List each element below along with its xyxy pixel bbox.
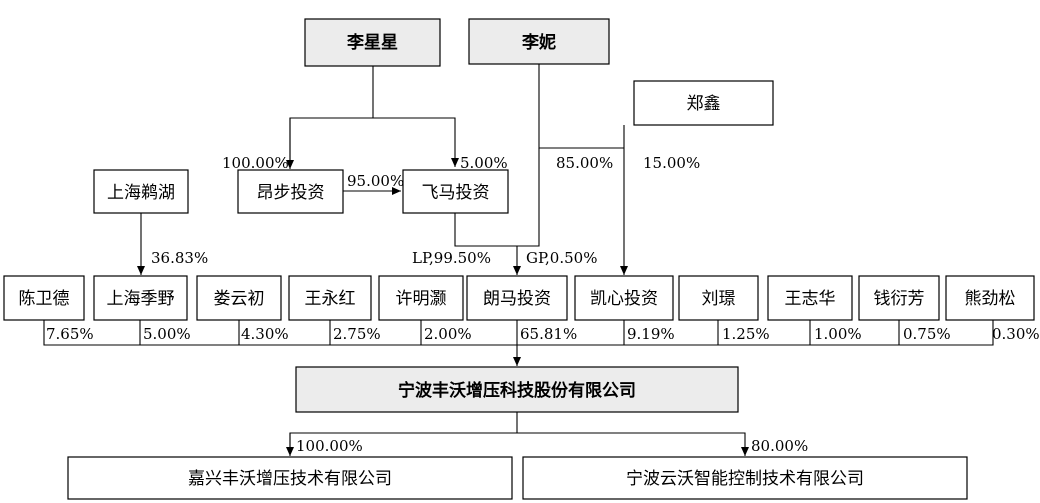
node-li-xingxing-label: 李星星 [347, 32, 398, 53]
shareholder-label: 许明灏 [396, 289, 447, 309]
node-shanghai-penghu-label: 上海鹈湖 [107, 183, 175, 203]
edge-lini-gp [517, 148, 540, 247]
shareholder-label: 王永红 [305, 289, 356, 309]
shareholder-label: 刘璟 [702, 289, 736, 309]
node-feima: 飞马投资 [402, 169, 509, 214]
node-zheng-xin: 郑鑫 [633, 80, 774, 126]
shareholder-wang-yonghong: 王永红 [288, 275, 372, 321]
pct-lini-to-kaixin: 85.00% [556, 154, 613, 172]
pct-shareholder: 7.65% [46, 325, 94, 343]
edge-lini-down [538, 64, 624, 149]
node-li-ni-label: 李妮 [522, 32, 556, 53]
node-shanghai-penghu: 上海鹈湖 [93, 169, 189, 214]
shareholder-liu-jing: 刘璟 [678, 275, 759, 321]
node-company-label: 宁波丰沃增压科技股份有限公司 [398, 380, 636, 401]
node-sub-jiaxing-label: 嘉兴丰沃增压技术有限公司 [188, 469, 392, 489]
pct-shareholder: 1.00% [814, 325, 862, 343]
pct-shareholder: 5.00% [143, 325, 191, 343]
pct-sub-jiaxing: 100.00% [296, 437, 363, 455]
pct-penghu-to-jiye: 36.83% [151, 249, 208, 267]
node-sub-ningbo: 宁波云沃智能控制技术有限公司 [522, 456, 968, 500]
pct-to-feima-li: 5.00% [460, 154, 508, 172]
pct-sub-ningbo: 80.00% [751, 437, 808, 455]
node-angbu-label: 昂步投资 [257, 183, 325, 203]
shareholder-xu-minghao: 许明灏 [378, 275, 464, 321]
shareholder-label: 熊劲松 [965, 289, 1016, 309]
node-feima-label: 飞马投资 [422, 183, 490, 203]
edge-lixingxing-feima [373, 117, 459, 167]
edge-lixingxing-split [289, 66, 374, 167]
node-angbu: 昂步投资 [237, 169, 344, 214]
shareholder-row: 陈卫德 上海季野 娄云初 王永红 许明灏 朗马投资 凯心投资 刘璟 [3, 275, 1035, 321]
shareholder-kaixin: 凯心投资 [574, 275, 674, 321]
pct-shareholder: 2.00% [424, 325, 472, 343]
pct-feima-lp: LP,99.50% [412, 249, 491, 267]
edge-company-sub-right [517, 432, 749, 456]
node-li-ni: 李妮 [468, 18, 610, 65]
pct-shareholder: 0.30% [992, 325, 1040, 343]
shareholder-langma: 朗马投资 [466, 275, 568, 321]
shareholder-xiong-jinsong: 熊劲松 [945, 275, 1035, 321]
pct-shareholder: 4.30% [241, 325, 289, 343]
node-li-xingxing: 李星星 [304, 18, 441, 67]
shareholder-label: 王志华 [785, 289, 836, 309]
shareholder-shanghai-jiye: 上海季野 [93, 275, 188, 321]
shareholder-label: 陈卫德 [19, 289, 70, 309]
node-sub-jiaxing: 嘉兴丰沃增压技术有限公司 [67, 456, 513, 500]
pct-shareholder: 1.25% [722, 325, 770, 343]
edge-feima-lp [454, 213, 521, 275]
pct-zheng-to-kaixin: 15.00% [643, 154, 700, 172]
pct-shareholder: 2.75% [333, 325, 381, 343]
node-sub-ningbo-label: 宁波云沃智能控制技术有限公司 [626, 469, 864, 489]
pct-to-angbu: 100.00% [222, 154, 289, 172]
pct-shareholder: 0.75% [903, 325, 951, 343]
pct-shareholder: 9.19% [627, 325, 675, 343]
shareholder-lou-yunchu: 娄云初 [196, 275, 282, 321]
pct-angbu-to-feima: 95.00% [347, 172, 404, 190]
shareholder-wang-zhihua: 王志华 [767, 275, 853, 321]
shareholder-label: 朗马投资 [483, 289, 551, 309]
node-company: 宁波丰沃增压科技股份有限公司 [295, 366, 739, 413]
shareholder-chen-weide: 陈卫德 [3, 275, 85, 321]
shareholder-qian-yanfang: 钱衍芳 [858, 275, 940, 321]
shareholder-label: 凯心投资 [590, 289, 658, 309]
pct-lini-gp: GP,0.50% [526, 249, 597, 267]
shareholder-label: 钱衍芳 [874, 289, 925, 309]
shareholder-label: 娄云初 [214, 289, 265, 309]
node-zheng-xin-label: 郑鑫 [687, 94, 721, 114]
pct-shareholder: 65.81% [520, 325, 577, 343]
shareholder-label: 上海季野 [107, 289, 175, 309]
edge-shareholder-collector [43, 320, 994, 346]
